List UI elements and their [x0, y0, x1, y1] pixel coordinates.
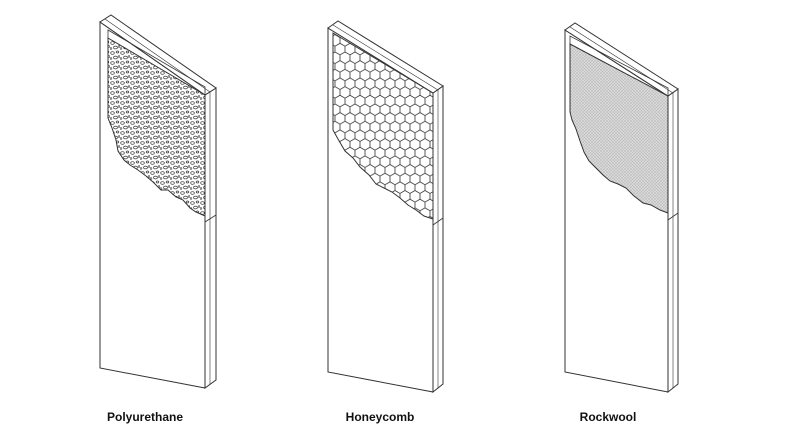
core-cutaway-outline: [332, 32, 434, 220]
panel-rockwool: [564, 22, 679, 394]
panel-side-edge: [204, 87, 217, 389]
panel-honeycomb: [327, 20, 444, 394]
panel-polyurethane: [99, 14, 217, 389]
panel-top-edge: [99, 14, 217, 96]
core-cutaway-outline: [569, 43, 669, 214]
core-cutaway-outline: [107, 37, 206, 217]
caption-rockwool: Rockwool: [579, 410, 637, 424]
caption-honeycomb: Honeycomb: [345, 410, 415, 424]
caption-polyurethane: Polyurethane: [106, 410, 184, 424]
